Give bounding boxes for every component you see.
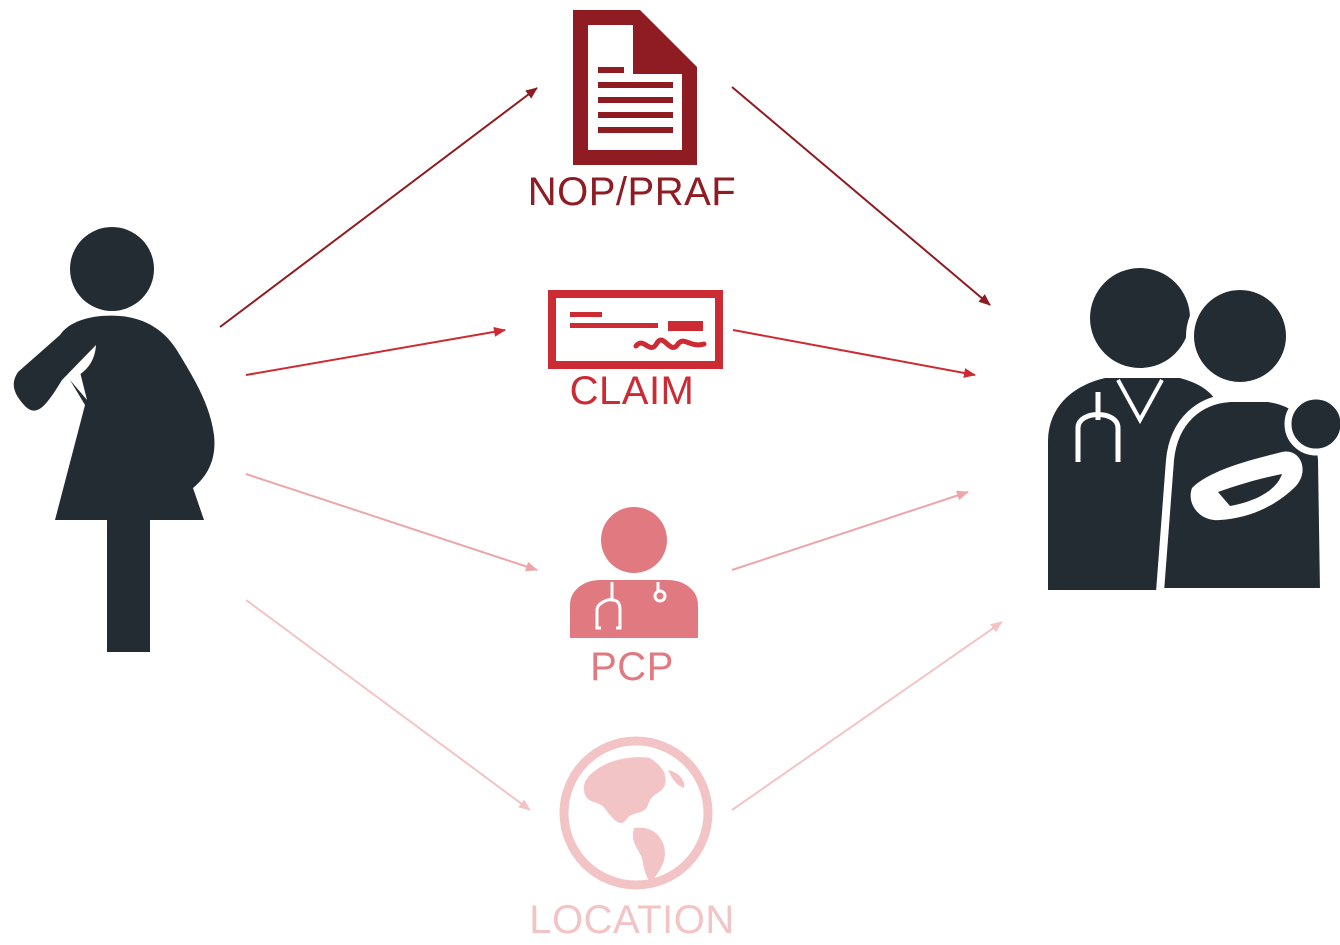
check-claim-icon (548, 290, 723, 369)
arrow-nop-to-care (731, 86, 991, 306)
arrow-location-to-care (731, 621, 1003, 811)
doctor-with-mother-and-baby-icon (1048, 268, 1340, 596)
globe-icon (559, 736, 713, 890)
arrows (219, 86, 1003, 811)
nop-praf-label: NOP/PRAF (527, 170, 737, 214)
arrow-patient-to-location (245, 599, 531, 811)
arrow-claim-to-care (732, 329, 976, 378)
arrow-patient-to-claim (245, 326, 506, 376)
pregnant-woman-icon (13, 227, 215, 652)
arrow-patient-to-pcp (245, 473, 538, 572)
pcp-label: PCP (590, 645, 674, 689)
claim-label: CLAIM (569, 369, 695, 413)
doctor-icon (570, 507, 698, 638)
document-icon (573, 10, 697, 165)
arrow-pcp-to-care (731, 490, 969, 571)
arrow-patient-to-nop (219, 87, 538, 328)
location-label: LOCATION (529, 898, 735, 942)
